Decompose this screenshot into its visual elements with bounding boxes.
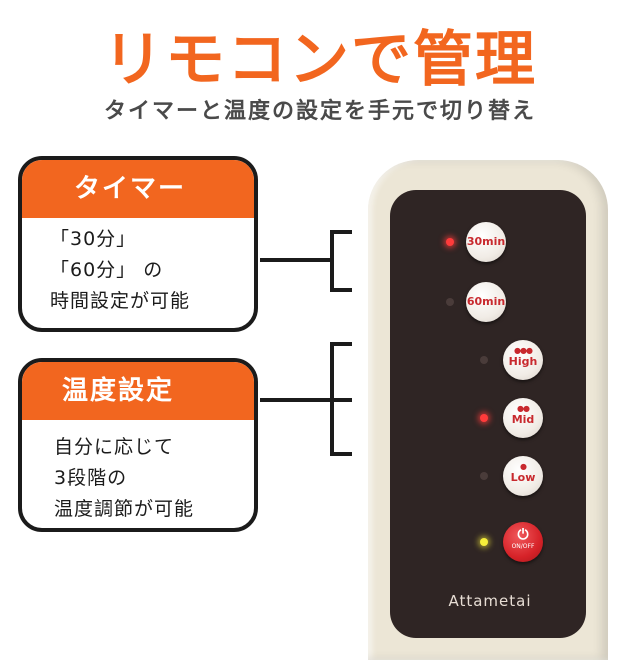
low-indicator (480, 472, 488, 480)
temperature-bracket (260, 342, 352, 456)
remote-panel: 30min 60min ●●● High ●● Mid ● Low ⏻ ON/O… (390, 190, 586, 638)
temperature-card-heading: 温度設定 (22, 362, 254, 420)
timer-card-line: 「30分」 (50, 228, 137, 250)
timer-card: タイマー 「30分」 「60分」 の 時間設定が可能 (18, 156, 258, 332)
page-subtitle: タイマーと温度の設定を手元で切り替え (103, 99, 536, 124)
remote-control: 30min 60min ●●● High ●● Mid ● Low ⏻ ON/O… (368, 160, 608, 660)
high-dots-icon: ●●● (514, 346, 533, 355)
low-dots-icon: ● (520, 462, 527, 471)
connector-lines (260, 230, 352, 456)
timer-60-button[interactable]: 60min (466, 282, 506, 322)
page-title: リモコンで管理 (103, 25, 537, 95)
temp-mid-button[interactable]: ●● Mid (503, 398, 543, 438)
mid-indicator (480, 414, 488, 422)
temperature-card-line: 自分に応じて (54, 436, 175, 458)
timer-30-indicator (446, 238, 454, 246)
temp-high-label: High (508, 355, 538, 368)
temperature-card: 温度設定 自分に応じて 3段階の 温度調節が可能 (18, 358, 258, 532)
timer-60-label: 60min (466, 295, 506, 308)
temperature-card-line: 3段階の (54, 467, 128, 489)
power-button[interactable]: ⏻ ON/OFF (503, 522, 543, 562)
timer-card-line: 時間設定が可能 (50, 290, 191, 312)
timer-60-indicator (446, 298, 454, 306)
temperature-card-line: 温度調節が可能 (54, 498, 195, 520)
timer-30-button[interactable]: 30min (466, 222, 506, 262)
temp-high-button[interactable]: ●●● High (503, 340, 543, 380)
mid-dots-icon: ●● (517, 404, 530, 413)
brand-logo: Attametai (448, 592, 532, 610)
timer-bracket (260, 230, 352, 292)
timer-card-body: 「30分」 「60分」 の 時間設定が可能 (22, 218, 254, 317)
power-indicator (480, 538, 488, 546)
temperature-card-body: 自分に応じて 3段階の 温度調節が可能 (22, 420, 254, 525)
high-indicator (480, 356, 488, 364)
timer-card-line: 「60分」 の (50, 259, 164, 281)
temp-low-button[interactable]: ● Low (503, 456, 543, 496)
temp-mid-label: Mid (511, 413, 535, 426)
temp-low-label: Low (510, 471, 536, 484)
timer-card-heading: タイマー (22, 160, 254, 218)
power-label: ON/OFF (511, 543, 535, 550)
timer-30-label: 30min (466, 235, 506, 248)
power-icon: ⏻ (517, 527, 529, 543)
